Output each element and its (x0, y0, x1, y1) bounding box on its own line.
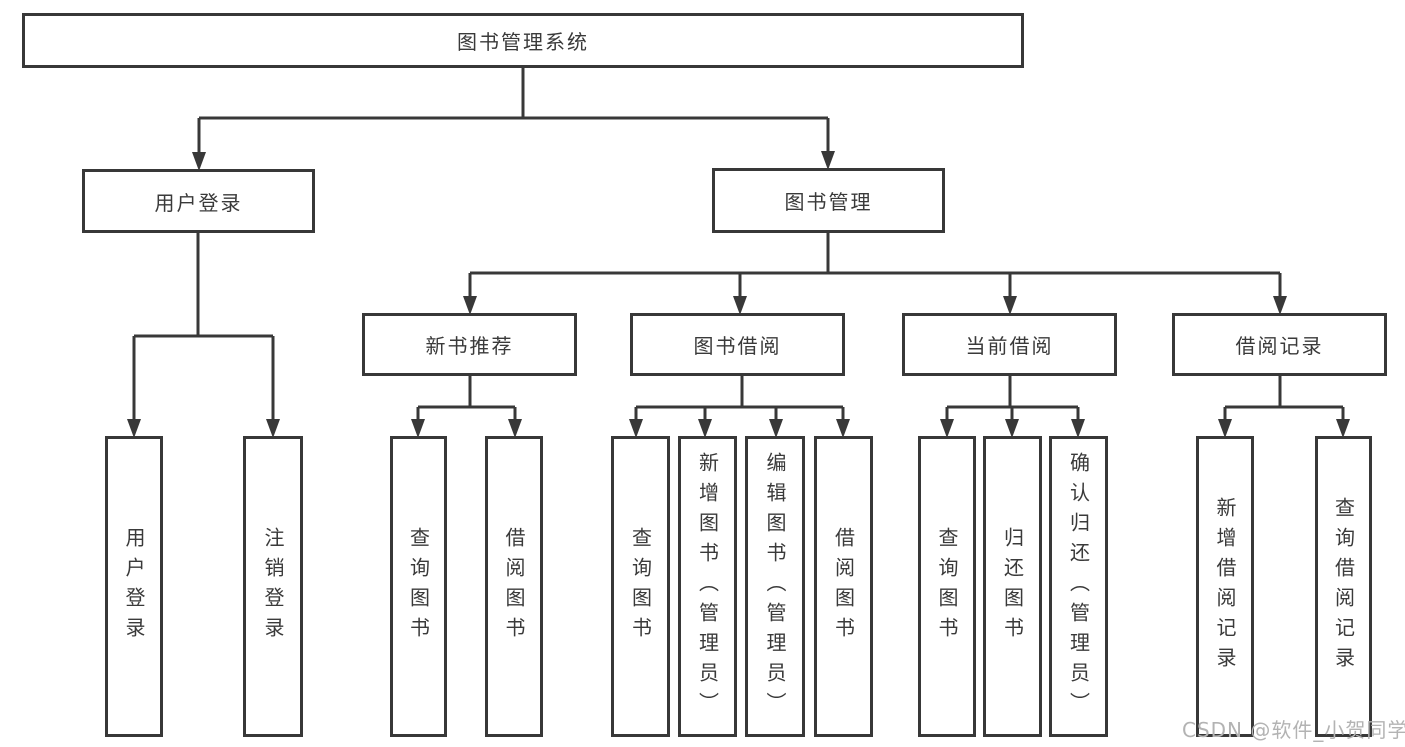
csdn-watermark: CSDN @软件_小贺同学 (1182, 718, 1405, 742)
node-current-borrow: 当前借阅 (902, 313, 1117, 376)
leaf-borrow-edit-admin: 编辑图书（管理员） (745, 436, 805, 737)
node-book-borrow: 图书借阅 (630, 313, 845, 376)
node-book-management: 图书管理 (712, 168, 945, 233)
leaf-borrow-query: 查询图书 (611, 436, 670, 737)
node-user-login-label: 用户登录 (154, 190, 243, 215)
leaf-newbook-borrow-label: 借阅图书 (502, 526, 526, 647)
leaf-current-query-label: 查询图书 (935, 526, 959, 647)
leaf-borrow-query-label: 查询图书 (628, 526, 653, 647)
leaf-newbook-borrow: 借阅图书 (485, 436, 543, 737)
leaf-user-login-label: 用户登录 (122, 526, 146, 647)
leaf-record-query-label: 查询借阅记录 (1331, 496, 1356, 677)
leaf-user-login: 用户登录 (105, 436, 163, 737)
leaf-current-return-label: 归还图书 (1000, 526, 1025, 647)
node-borrow-record: 借阅记录 (1172, 313, 1387, 376)
leaf-borrow-edit-admin-label: 编辑图书（管理员） (763, 451, 787, 722)
leaf-record-add-label: 新增借阅记录 (1213, 496, 1237, 677)
leaf-record-add: 新增借阅记录 (1196, 436, 1254, 737)
node-root-label: 图书管理系统 (457, 30, 589, 54)
node-book-borrow-label: 图书借阅 (693, 334, 782, 358)
node-borrow-record-label: 借阅记录 (1235, 334, 1324, 358)
leaf-newbook-query: 查询图书 (390, 436, 447, 737)
leaf-current-confirm-admin: 确认归还（管理员） (1049, 436, 1108, 737)
leaf-borrow-borrow: 借阅图书 (814, 436, 873, 737)
leaf-newbook-query-label: 查询图书 (406, 526, 431, 647)
leaf-current-query: 查询图书 (918, 436, 976, 737)
node-new-book-recommend-label: 新书推荐 (425, 334, 514, 358)
node-root: 图书管理系统 (22, 13, 1024, 68)
leaf-logout: 注销登录 (243, 436, 303, 737)
leaf-record-query: 查询借阅记录 (1315, 436, 1372, 737)
leaf-current-confirm-admin-label: 确认归还（管理员） (1066, 451, 1091, 722)
leaf-borrow-borrow-label: 借阅图书 (831, 526, 856, 647)
leaf-borrow-add-admin-label: 新增图书（管理员） (695, 451, 720, 722)
node-book-management-label: 图书管理 (784, 190, 873, 214)
node-new-book-recommend: 新书推荐 (362, 313, 577, 376)
leaf-logout-label: 注销登录 (261, 526, 285, 647)
node-user-login: 用户登录 (82, 169, 315, 233)
leaf-current-return: 归还图书 (983, 436, 1042, 737)
leaf-borrow-add-admin: 新增图书（管理员） (678, 436, 737, 737)
node-current-borrow-label: 当前借阅 (965, 334, 1054, 358)
